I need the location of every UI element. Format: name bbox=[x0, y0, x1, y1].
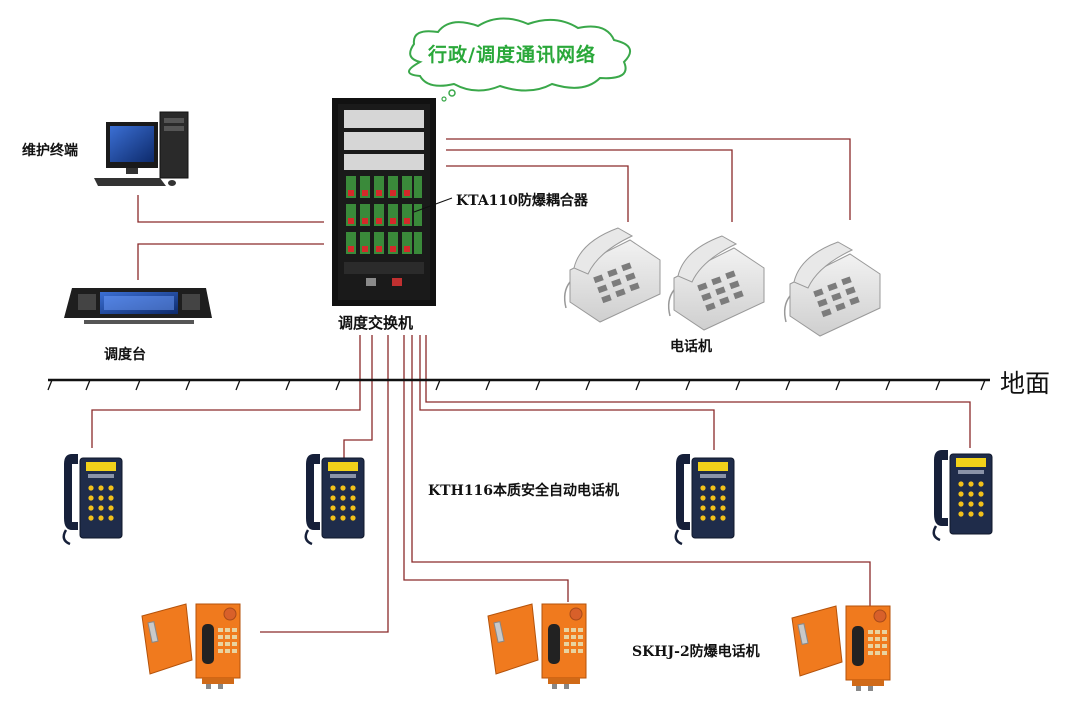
desk-phone-icon bbox=[563, 227, 661, 323]
intrinsic-phone-label: KTH116本质安全自动电话机 bbox=[428, 483, 620, 499]
desk-phone-icon bbox=[667, 235, 765, 331]
dispatch-switch-label: 调度交换机 bbox=[338, 314, 414, 332]
ground-line bbox=[47, 378, 990, 391]
mine-phone-icon bbox=[304, 452, 366, 546]
coupler-label: KTA110防爆耦合器 bbox=[456, 193, 588, 209]
desk-phone-icon bbox=[783, 241, 881, 337]
explosion-proof-phone-icon bbox=[141, 603, 241, 690]
maintenance-terminal-label: 维护终端 bbox=[22, 143, 78, 159]
mine-phone-icon bbox=[674, 452, 736, 546]
dispatch-console-icon bbox=[64, 288, 212, 324]
ground-label: 地面 bbox=[1000, 369, 1051, 398]
switch-cabinet-icon bbox=[332, 98, 453, 306]
network-cloud bbox=[408, 17, 632, 102]
explosion-phone-label: SKHJ-2防爆电话机 bbox=[632, 644, 760, 660]
mine-phone-icon bbox=[932, 448, 994, 542]
mine-phone-icon bbox=[62, 452, 124, 546]
dispatch-console-label: 调度台 bbox=[104, 347, 146, 363]
telephones-label: 电话机 bbox=[670, 339, 712, 355]
cloud-label: 行政/调度通讯网络 bbox=[428, 44, 596, 66]
explosion-proof-phone-icon bbox=[791, 605, 891, 692]
computer-icon bbox=[94, 111, 189, 186]
explosion-proof-phone-icon bbox=[487, 603, 587, 690]
connection-lines bbox=[91, 138, 971, 633]
